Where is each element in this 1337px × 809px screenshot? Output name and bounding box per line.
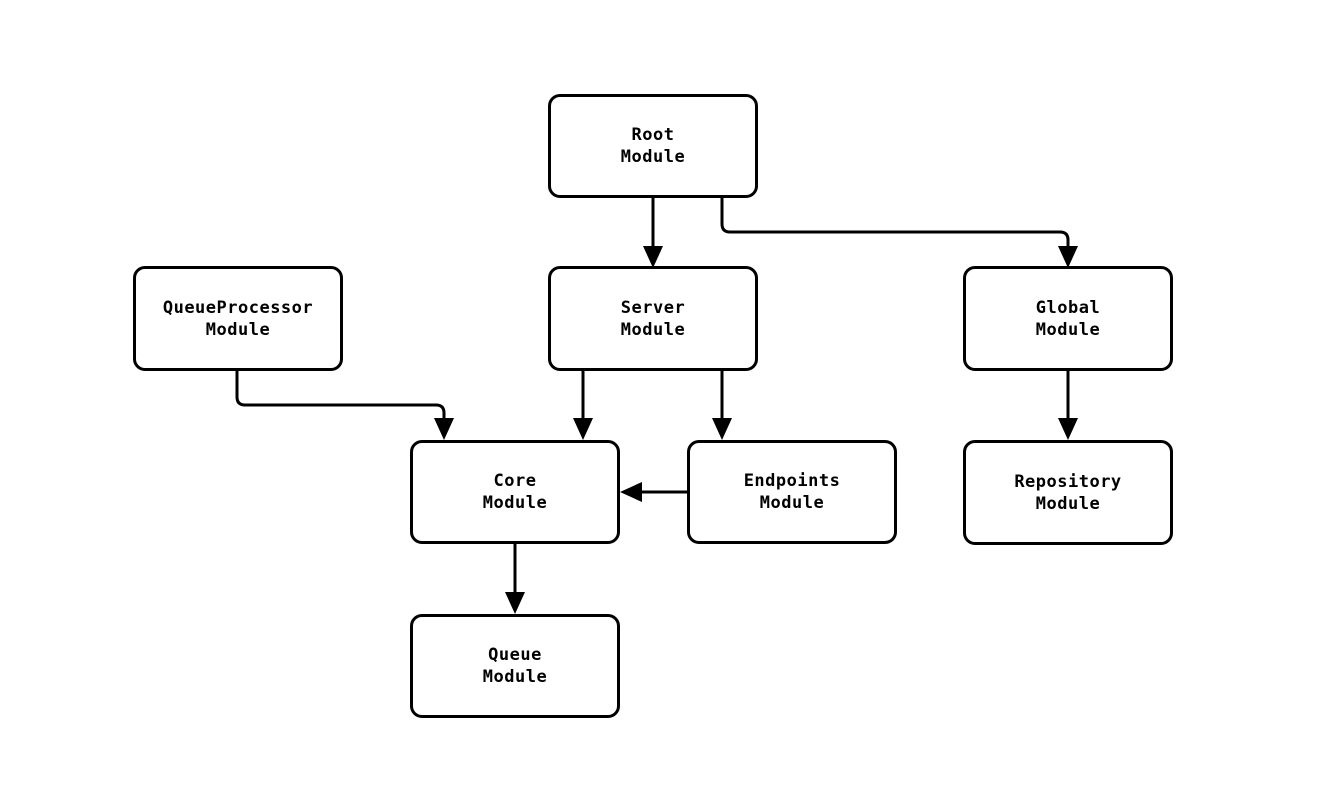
node-server-module[interactable]: Server Module	[548, 266, 758, 371]
node-queueprocessor-module[interactable]: QueueProcessor Module	[133, 266, 343, 371]
node-repository-module[interactable]: Repository Module	[963, 440, 1173, 545]
arrowhead-queueprocessor-to-core	[434, 418, 454, 440]
edge-root-to-global	[720, 198, 1070, 252]
node-endpoints-module[interactable]: Endpoints Module	[687, 440, 897, 544]
node-label: QueueProcessor Module	[162, 297, 314, 340]
arrowhead-server-to-core	[573, 418, 593, 440]
node-label: Global Module	[1035, 297, 1101, 340]
node-label: Endpoints Module	[743, 471, 841, 513]
node-label: Root Module	[620, 125, 686, 167]
arrowhead-core-to-queue	[505, 592, 525, 614]
node-label: Repository Module	[1014, 471, 1122, 514]
node-label: Server Module	[620, 297, 686, 340]
edge-queueprocessor-to-core	[235, 371, 446, 426]
node-queue-module[interactable]: Queue Module	[410, 614, 620, 718]
arrowhead-root-to-global	[1058, 246, 1078, 268]
node-core-module[interactable]: Core Module	[410, 440, 620, 544]
node-label: Core Module	[482, 471, 548, 513]
node-label: Queue Module	[482, 645, 548, 687]
arrowhead-endpoints-to-core	[620, 482, 642, 502]
node-root-module[interactable]: Root Module	[548, 94, 758, 198]
arrowhead-root-to-server	[643, 246, 663, 268]
arrowhead-server-to-endpoints	[712, 418, 732, 440]
node-global-module[interactable]: Global Module	[963, 266, 1173, 371]
arrowhead-global-to-repository	[1058, 418, 1078, 440]
